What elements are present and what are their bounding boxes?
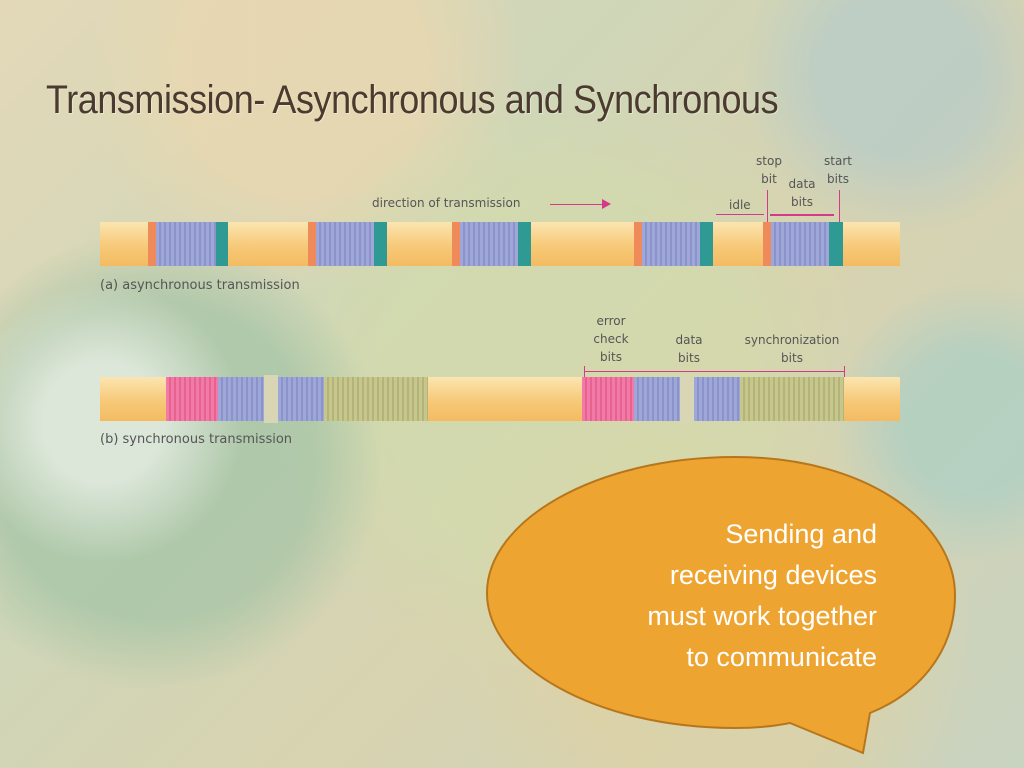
speech-bubble: [485, 455, 957, 755]
async-caption: (a) asynchronous transmission: [100, 278, 300, 293]
synchronization-bits-label: synchronization bits: [744, 333, 840, 365]
error-check-bits: [582, 377, 634, 421]
data-bits: [278, 377, 324, 421]
slide-title: Transmission- Asynchronous and Synchrono…: [46, 78, 779, 122]
callout-text: Sending and receiving devices must work …: [647, 519, 877, 672]
error-check-bits: [166, 377, 218, 421]
start-bit: [216, 222, 228, 266]
data-bits-marker: [770, 214, 834, 216]
start-bits-label: start bits: [824, 154, 852, 186]
data-bits-label: data bits: [788, 177, 816, 209]
start-bit: [700, 222, 713, 266]
data-bits: [218, 377, 264, 421]
error-check-label: error check bits: [593, 314, 629, 364]
start-bit: [374, 222, 387, 266]
synchronization-bits: [740, 377, 844, 421]
stop-bit: [308, 222, 316, 266]
data-bits: [156, 222, 216, 266]
stop-bit: [763, 222, 771, 266]
direction-label: direction of transmission: [372, 196, 521, 210]
stop-bit: [148, 222, 156, 266]
data-bits: [694, 377, 740, 421]
data-bits: [460, 222, 518, 266]
error-check-marker: [584, 366, 585, 378]
stream-break: [264, 375, 278, 423]
stop-bit-label: stop bit: [756, 154, 782, 186]
async-bit-stream: [100, 222, 900, 266]
direction-arrow-icon: [602, 199, 611, 209]
sync-bit-stream: [100, 375, 900, 423]
stop-bit: [634, 222, 642, 266]
sync-caption: (b) synchronous transmission: [100, 432, 293, 447]
stop-bit-marker: [767, 190, 768, 226]
data-bits: [771, 222, 829, 266]
data-bits: [634, 377, 680, 421]
synchronization-bits: [324, 377, 428, 421]
data-bits: [316, 222, 374, 266]
speech-bubble-shape: [485, 455, 957, 755]
start-bit: [518, 222, 531, 266]
data-bits: [642, 222, 700, 266]
stream-break: [680, 375, 694, 423]
direction-arrow-line: [550, 204, 604, 205]
idle-label: idle: [729, 198, 751, 212]
stop-bit: [452, 222, 460, 266]
idle-marker: [716, 214, 764, 215]
start-bit-marker: [839, 190, 840, 226]
sync-bits-marker: [584, 371, 844, 372]
sync-data-bits-label: data bits: [675, 333, 703, 365]
sync-end-marker: [844, 366, 845, 378]
start-bit: [829, 222, 843, 266]
